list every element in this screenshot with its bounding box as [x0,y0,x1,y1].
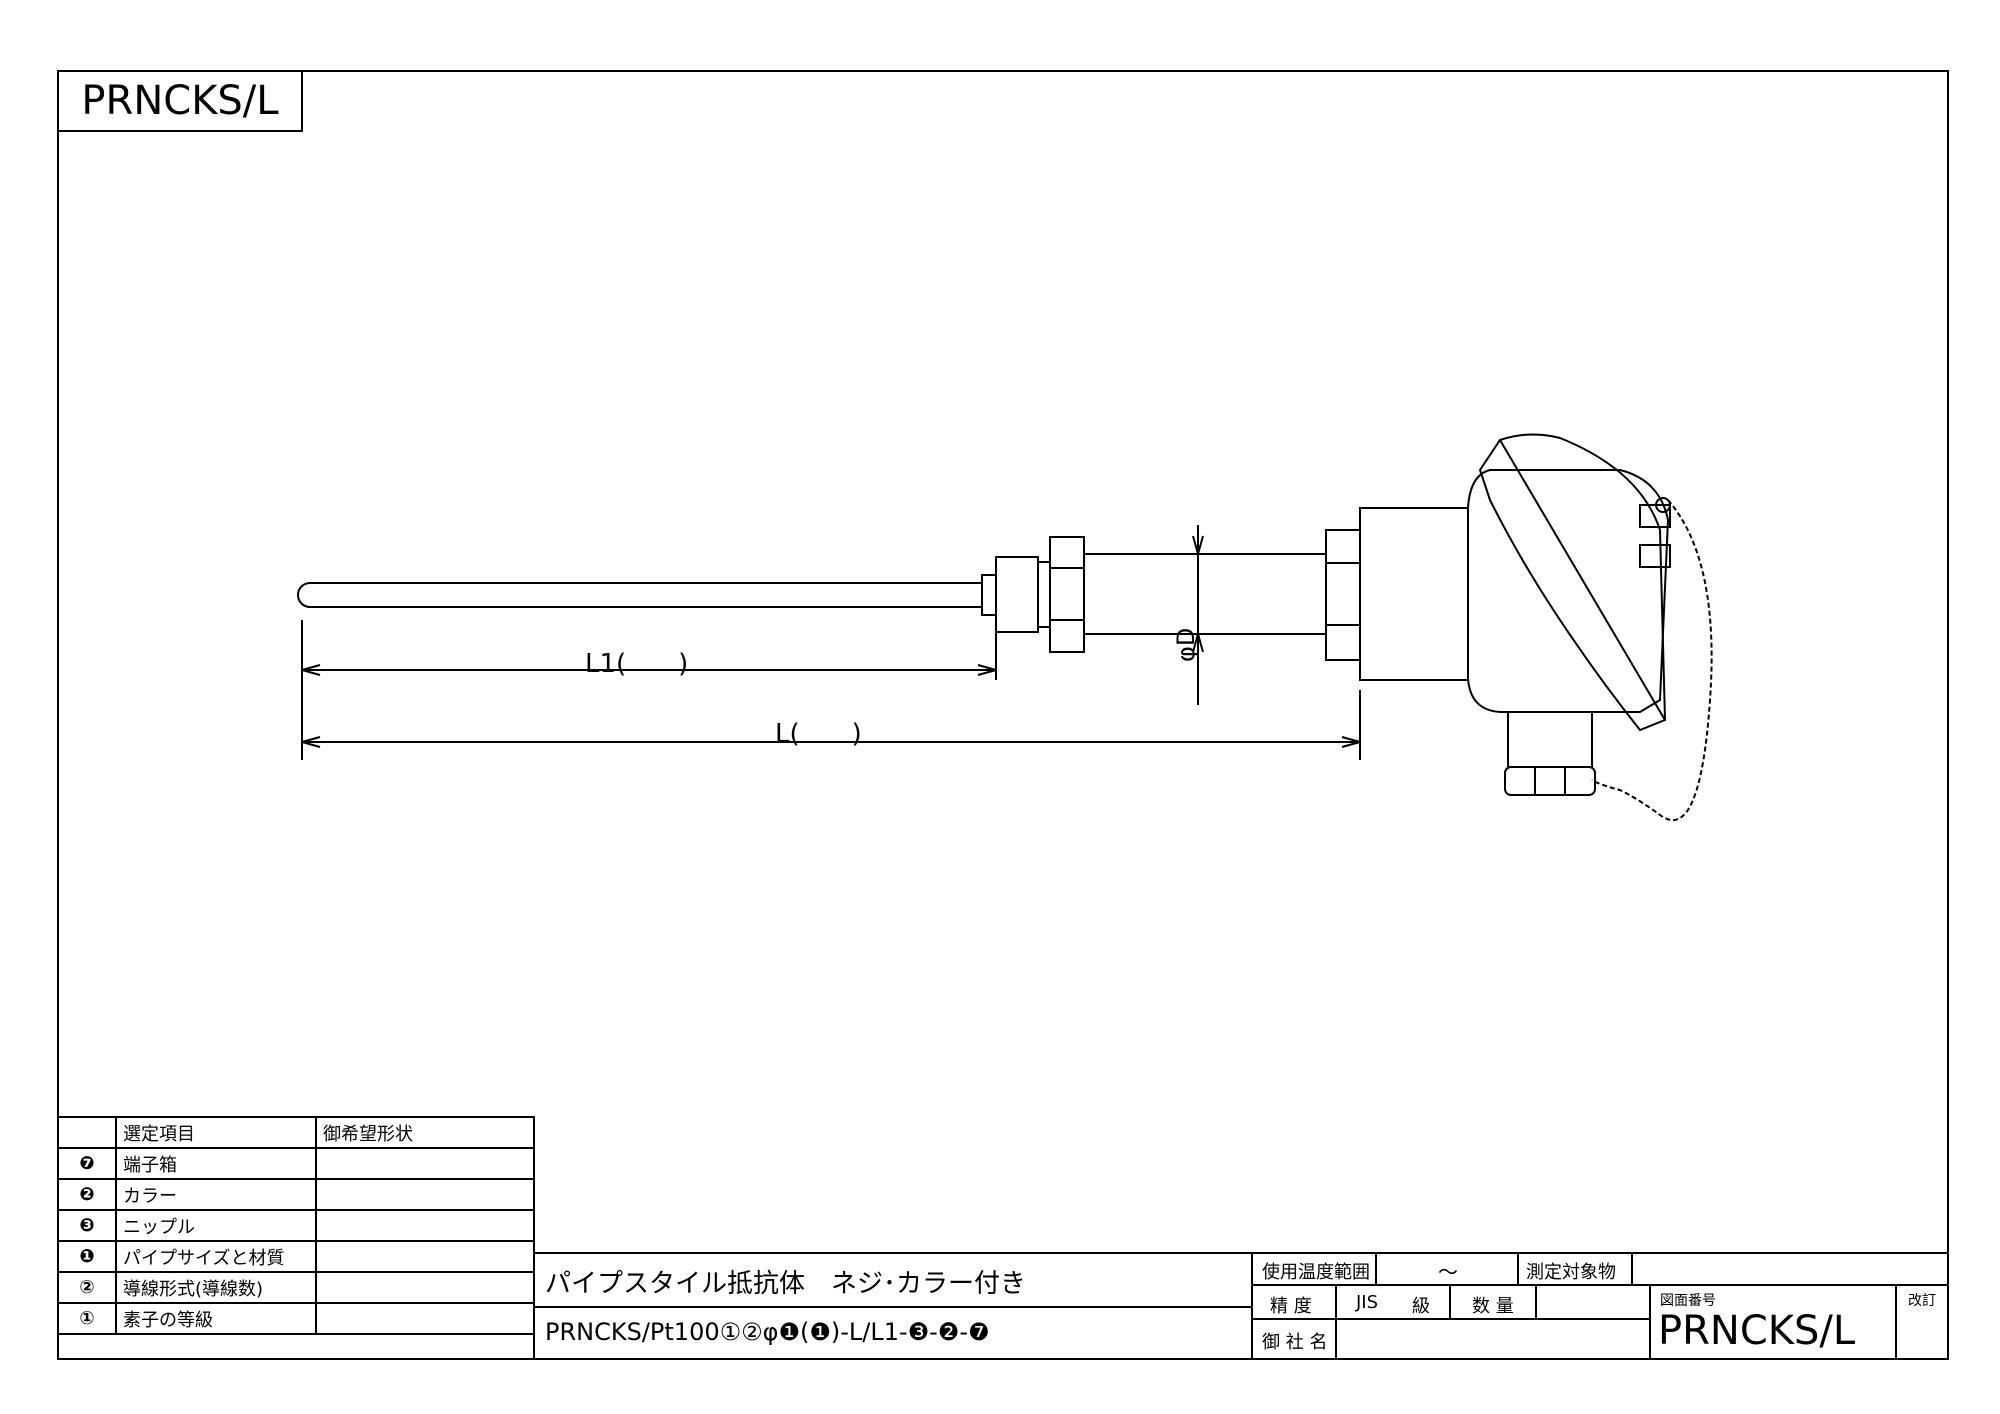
quantity-value-cell[interactable] [1535,1284,1651,1320]
terminal-head [1467,469,1670,713]
row-item: 導線形式(導線数) [115,1271,317,1304]
temp-range-value: ～ [1438,1260,1458,1284]
row-num: ❸ [57,1209,117,1242]
selection-table: 選定項目 御希望形状 ❼ 端子箱 ❷ カラー ❸ ニップル ❶ パイプサイズと材… [57,1116,535,1335]
row-item: カラー [115,1178,317,1211]
row-item: パイプサイズと材質 [115,1240,317,1273]
row-num: ❷ [57,1178,117,1211]
row-item: 素子の等級 [115,1302,317,1335]
model-code: PRNCKS/Pt100①②φ❶(❶)-L/L1-❸-❷-❼ [545,1318,990,1346]
row-num: ② [57,1271,117,1304]
cable-gland [1507,711,1593,768]
jis-label: JIS [1356,1292,1379,1313]
revision-cell [1895,1284,1949,1360]
drawing-no: PRNCKS/L [1658,1308,1856,1354]
row-item: 端子箱 [115,1147,317,1180]
dim-label-L: L( ) [775,719,862,749]
jis-class-cell[interactable] [1335,1284,1451,1320]
row-value[interactable] [315,1240,535,1273]
temp-range-label: 使用温度範囲 [1262,1262,1370,1283]
revision-label: 改訂 [1908,1293,1936,1309]
selection-header-row: 選定項目 御希望形状 [57,1116,535,1149]
header-num [57,1116,117,1149]
customer-value-cell[interactable] [1335,1318,1651,1360]
row-num: ❼ [57,1147,117,1180]
selection-row: ① 素子の等級 [57,1302,535,1335]
row-item: ニップル [115,1209,317,1242]
row-value[interactable] [315,1147,535,1180]
target-value-cell[interactable] [1631,1252,1949,1286]
header-value: 御希望形状 [315,1116,535,1149]
head-neck [1359,507,1469,681]
row-num: ❶ [57,1240,117,1273]
corner-title: PRNCKS/L [57,70,303,132]
drawing-no-label: 図面番号 [1660,1293,1716,1309]
class-label: 級 [1412,1296,1430,1317]
row-value[interactable] [315,1302,535,1335]
selection-row: ② 導線形式(導線数) [57,1271,535,1304]
hex-nut-2 [1325,529,1361,661]
selection-row: ❶ パイプサイズと材質 [57,1240,535,1273]
dim-label-D: φD [1172,627,1200,662]
chain [1591,499,1713,821]
probe-tube [297,582,982,608]
header-item: 選定項目 [115,1116,317,1149]
collar-tube [1083,553,1327,635]
quantity-label: 数 量 [1472,1296,1514,1317]
hex-nut-1 [1049,536,1085,653]
fitting-stub [981,574,997,616]
selection-row: ❷ カラー [57,1178,535,1211]
selection-row: ❼ 端子箱 [57,1147,535,1180]
dim-label-L1: L1( ) [585,649,689,679]
target-label: 測定対象物 [1526,1262,1616,1283]
row-value[interactable] [315,1209,535,1242]
row-value[interactable] [315,1178,535,1211]
product-name: パイプスタイル抵抗体 ネジ･カラー付き [545,1269,1027,1299]
head-cover [1478,433,1667,732]
accuracy-label: 精 度 [1270,1296,1312,1317]
row-value[interactable] [315,1271,535,1304]
selection-row: ❸ ニップル [57,1209,535,1242]
row-num: ① [57,1302,117,1335]
thread-nipple [995,556,1039,633]
customer-label: 御 社 名 [1262,1332,1328,1353]
